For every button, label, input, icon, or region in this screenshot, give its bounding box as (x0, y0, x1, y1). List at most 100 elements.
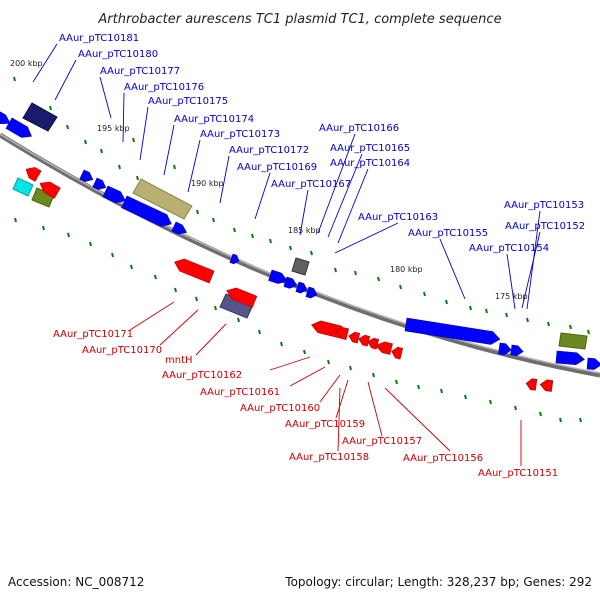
reverse-leader-line (289, 366, 326, 387)
tick-mark (289, 245, 292, 251)
forward-gene-label: AAur_pTC10164 (330, 158, 410, 169)
reverse-gene-label: AAur_pTC10157 (342, 436, 422, 447)
tick-label-195kbp: 195 kbp (97, 124, 130, 133)
reverse-gene-arrow[interactable] (348, 331, 361, 344)
reverse-gene-arrow[interactable] (172, 256, 215, 284)
forward-gene-arrow[interactable] (498, 342, 512, 356)
tick-mark (251, 233, 254, 239)
tick-label-190kbp: 190 kbp (191, 179, 224, 188)
reverse-gene-label: AAur_pTC10158 (289, 452, 369, 463)
reverse-gene-arrow[interactable] (225, 285, 258, 308)
forward-leader-line (439, 238, 466, 300)
forward-gene-arrow[interactable] (555, 350, 585, 366)
forward-gene-label: AAur_pTC10154 (469, 243, 549, 254)
tick-mark (485, 308, 488, 314)
tick-mark (84, 139, 87, 145)
tick-mark (258, 329, 261, 335)
forward-gene-arrow[interactable] (404, 317, 501, 346)
forward-gene-arrow[interactable] (305, 286, 319, 300)
tick-mark (132, 137, 135, 143)
reverse-gene-arrow[interactable] (23, 164, 42, 182)
forward-gene-arrow[interactable] (171, 221, 189, 237)
reverse-gene-arrow[interactable] (525, 378, 538, 391)
tick-label-200kbp: 200 kbp (10, 59, 43, 68)
reverse-leader-line (319, 374, 341, 403)
tick-mark (334, 267, 337, 273)
reverse-gene-label: AAur_pTC10161 (200, 387, 280, 398)
forward-gene-arrow[interactable] (510, 344, 524, 357)
tick-mark (154, 274, 157, 280)
forward-leader-line (187, 139, 201, 193)
tick-mark (526, 317, 529, 323)
tick-mark (489, 399, 492, 405)
tick-mark (349, 365, 352, 371)
reverse-gene-arrow[interactable] (390, 346, 404, 360)
reverse-gene-arrow[interactable] (374, 340, 393, 355)
tick-mark (587, 329, 590, 335)
forward-gene-arrow[interactable] (268, 269, 290, 286)
tick-mark (100, 148, 103, 154)
forward-gene-arrow[interactable] (283, 276, 299, 290)
tick-mark (469, 305, 472, 311)
reverse-gene-arrow[interactable] (310, 319, 343, 339)
reverse-leader-line (159, 309, 199, 346)
reverse-gene-arrow[interactable] (334, 326, 350, 340)
tick-mark (539, 411, 542, 417)
forward-gene-label: AAur_pTC10174 (174, 114, 254, 125)
tick-marks (13, 76, 590, 423)
forward-gene-arrow[interactable] (586, 357, 600, 370)
forward-leader-line (139, 106, 149, 161)
forward-gene-label: AAur_pTC10181 (59, 33, 139, 44)
forward-leader-line (337, 168, 369, 244)
reverse-gene-arrow[interactable] (37, 178, 61, 199)
forward-gene-arrow[interactable] (79, 169, 95, 184)
forward-leader-line (327, 153, 363, 238)
tick-mark (505, 312, 508, 318)
forward-leader-line (506, 253, 516, 310)
forward-gene-label: AAur_pTC10166 (319, 123, 399, 134)
tick-mark (13, 76, 16, 82)
forward-gene-arrow[interactable] (5, 117, 35, 141)
olive-feature (132, 178, 193, 220)
tick-mark (42, 225, 45, 231)
tick-mark (445, 299, 448, 305)
forward-leader-line (254, 172, 271, 220)
tick-mark (67, 232, 70, 238)
reverse-leader-line (337, 387, 341, 452)
forward-gene-arrow[interactable] (121, 195, 175, 230)
reverse-leader-line (129, 301, 175, 331)
tick-mark (118, 164, 121, 170)
forward-gene-label: AAur_pTC10165 (330, 143, 410, 154)
topology-text: Topology: circular; Length: 328,237 bp; … (284, 575, 592, 589)
reverse-leader-line (195, 323, 227, 356)
accession-text: Accession: NC_008712 (8, 575, 144, 589)
reverse-gene-arrow[interactable] (358, 334, 371, 347)
forward-gene-arrow[interactable] (295, 281, 309, 295)
forward-gene-arrow[interactable] (102, 185, 128, 206)
tick-mark (130, 264, 133, 270)
tick-mark (569, 324, 572, 330)
tick-mark (372, 372, 375, 378)
forward-leader-line (521, 231, 541, 309)
reverse-gene-arrow[interactable] (539, 379, 554, 392)
cyan-feature (12, 177, 34, 197)
forward-leader-line (219, 155, 230, 204)
tick-mark (233, 227, 236, 233)
tick-mark (303, 349, 306, 355)
tick-mark (354, 270, 357, 276)
forward-gene-label: AAur_pTC10175 (148, 96, 228, 107)
tick-mark (559, 417, 562, 423)
forward-gene-arrow[interactable] (229, 253, 241, 265)
forward-gene-label: AAur_pTC10152 (505, 221, 585, 232)
tick-mark (440, 388, 443, 394)
reverse-gene-label: AAur_pTC10162 (162, 370, 242, 381)
forward-gene-label: AAur_pTC10169 (237, 162, 317, 173)
tick-mark (111, 252, 114, 258)
reverse-gene-arrow[interactable] (367, 337, 380, 350)
forward-leader-line (317, 133, 356, 234)
tick-mark (310, 250, 313, 256)
forward-gene-arrow[interactable] (92, 177, 108, 192)
forward-gene-arrow[interactable] (0, 109, 13, 128)
grey-feature (291, 257, 310, 276)
reverse-leader-line (367, 381, 383, 437)
